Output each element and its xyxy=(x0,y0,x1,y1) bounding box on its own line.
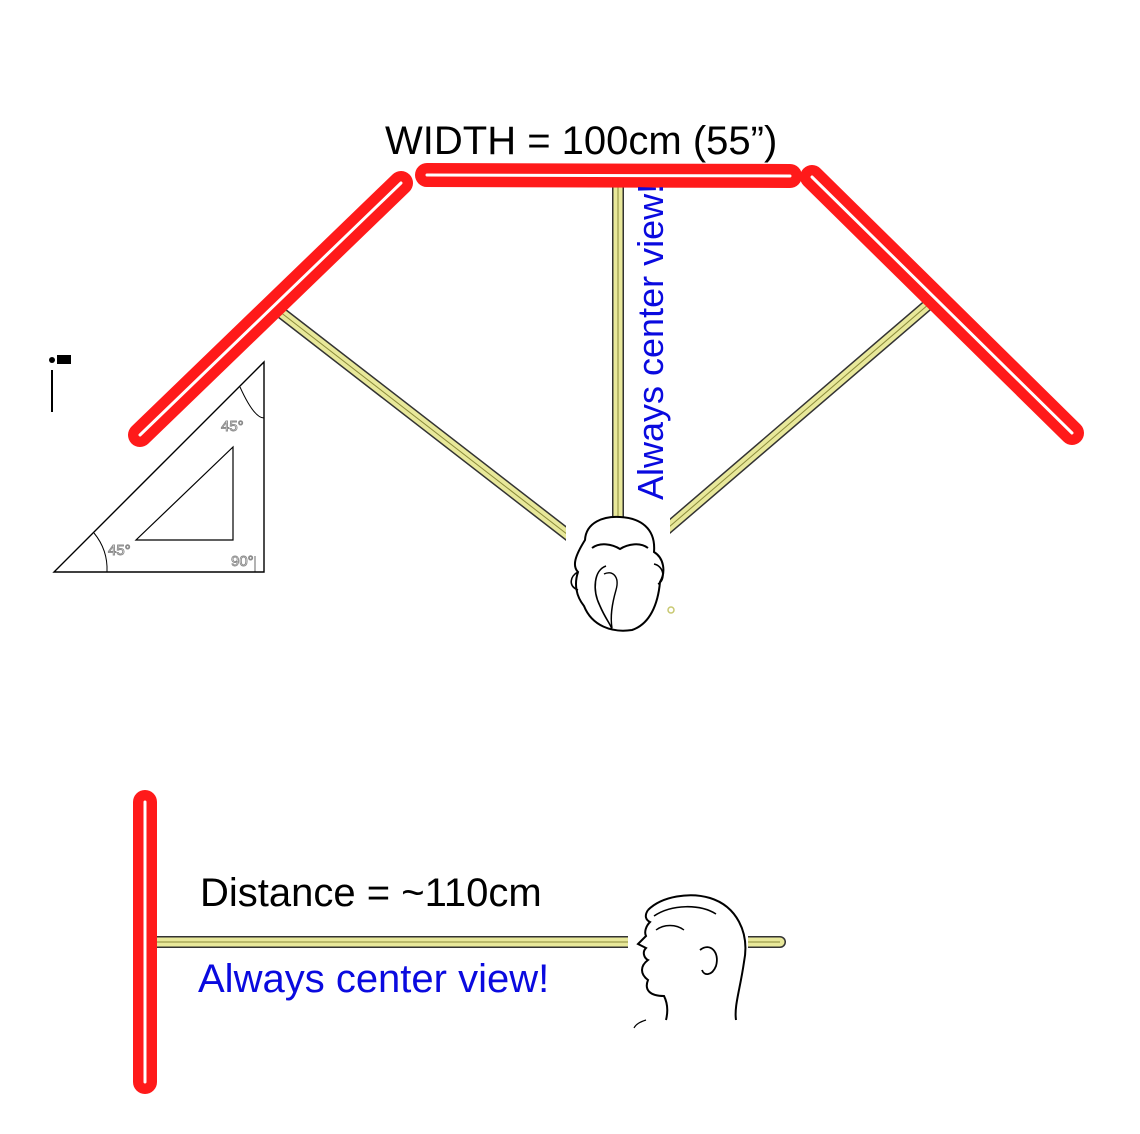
center-view-label-horizontal: Always center view! xyxy=(198,957,549,1001)
set-square-icon: 45° 45° 90° xyxy=(48,355,266,574)
side-view: Distance = ~110cm Always center view! xyxy=(133,790,786,1094)
head-top-view-icon xyxy=(566,515,675,634)
angle-label-left: 45° xyxy=(108,542,131,559)
monitor-center xyxy=(415,163,802,188)
monitor-left xyxy=(128,171,413,447)
head-side-view-icon xyxy=(628,888,748,1029)
sightline-left xyxy=(269,302,578,544)
manufacturer-logo-icon xyxy=(49,355,71,412)
sightlines-top-view xyxy=(269,176,942,544)
distance-label: Distance = ~110cm xyxy=(200,871,542,915)
angle-label-right: 90° xyxy=(231,553,254,570)
center-view-label-vertical: Always center view! xyxy=(630,184,671,500)
sightline-right xyxy=(656,292,942,539)
monitors-top-view xyxy=(128,163,1084,447)
width-label: WIDTH = 100cm (55”) xyxy=(385,119,777,163)
monitor-right xyxy=(800,165,1084,445)
angle-label-top: 45° xyxy=(221,418,244,435)
